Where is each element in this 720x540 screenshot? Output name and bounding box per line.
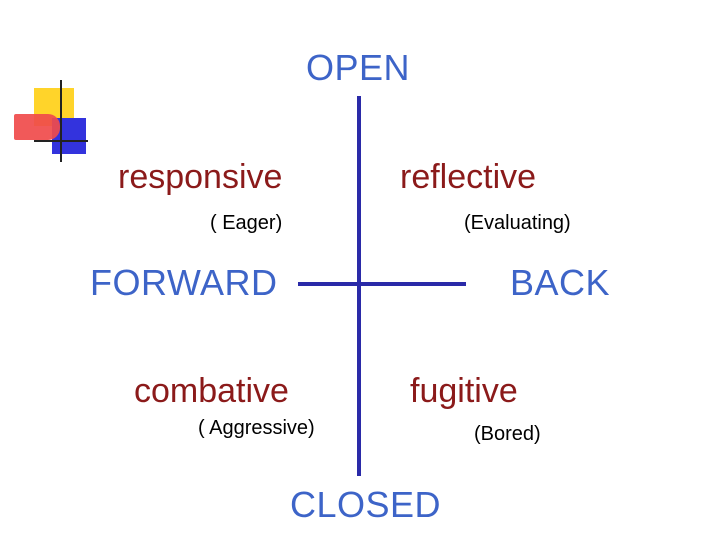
- quadrant-label-reflective: reflective: [400, 158, 537, 196]
- axis-label-back: BACK: [510, 262, 611, 303]
- quadrant-label-fugitive: fugitive: [410, 372, 518, 410]
- logo-vertical-line: [60, 80, 62, 162]
- quadrant-label-responsive: responsive: [118, 158, 283, 196]
- axis-label-closed: CLOSED: [290, 484, 442, 525]
- horizontal-axis: [298, 282, 466, 286]
- axis-label-open: OPEN: [306, 47, 411, 88]
- quadrant-label-combative: combative: [134, 372, 289, 410]
- vertical-axis: [357, 96, 361, 476]
- descriptor-aggressive: ( Aggressive): [198, 417, 315, 439]
- logo: [14, 80, 89, 165]
- descriptor-bored: (Bored): [474, 423, 541, 445]
- logo-horizontal-line: [34, 140, 88, 142]
- descriptor-eager: ( Eager): [210, 212, 283, 234]
- axis-label-forward: FORWARD: [90, 262, 278, 303]
- logo-red-square: [14, 114, 60, 140]
- descriptor-evaluating: (Evaluating): [464, 212, 571, 234]
